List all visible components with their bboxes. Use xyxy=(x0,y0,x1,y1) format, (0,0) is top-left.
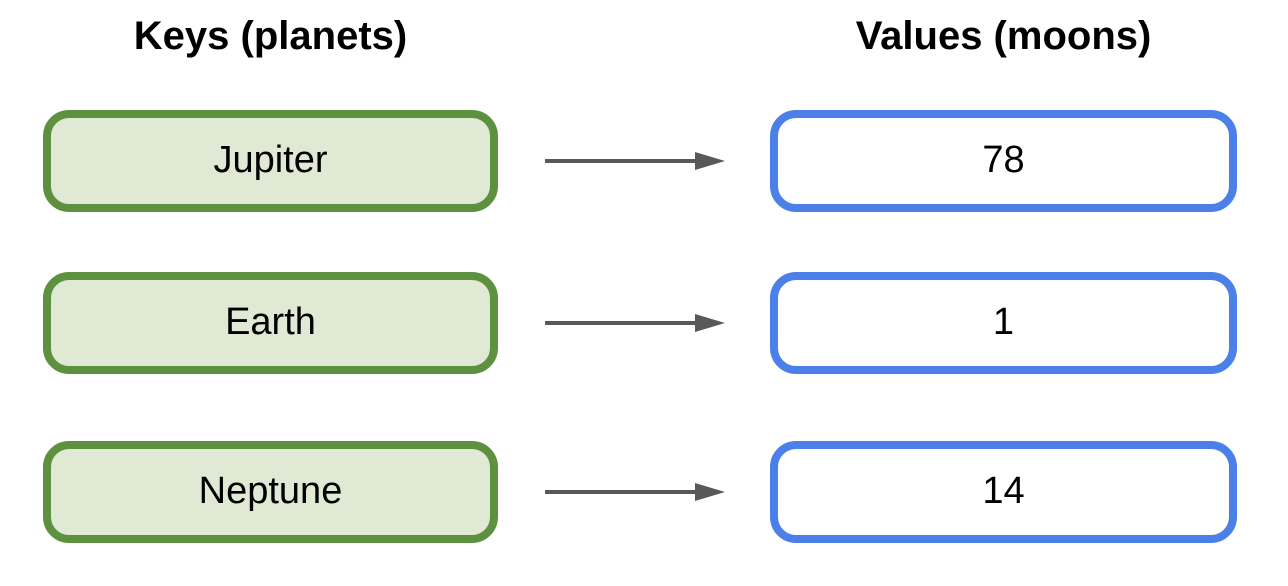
key-label: Neptune xyxy=(198,470,343,512)
value-box: 78 xyxy=(770,110,1237,212)
key-box: Earth xyxy=(43,272,498,374)
right-arrow-icon xyxy=(544,149,726,173)
mapping-row: Neptune 14 xyxy=(0,441,1288,543)
value-label: 14 xyxy=(982,470,1025,512)
values-header: Values (moons) xyxy=(855,14,1152,58)
value-box: 1 xyxy=(770,272,1237,374)
key-box: Jupiter xyxy=(43,110,498,212)
value-label: 1 xyxy=(992,301,1015,343)
right-arrow-icon xyxy=(544,311,726,335)
right-arrow-icon xyxy=(544,480,726,504)
value-box: 14 xyxy=(770,441,1237,543)
mapping-row: Jupiter 78 xyxy=(0,110,1288,212)
key-label: Earth xyxy=(225,301,316,343)
mapping-row: Earth 1 xyxy=(0,272,1288,374)
keys-header: Keys (planets) xyxy=(133,14,408,58)
key-box: Neptune xyxy=(43,441,498,543)
key-label: Jupiter xyxy=(213,139,328,181)
value-label: 78 xyxy=(982,139,1025,181)
